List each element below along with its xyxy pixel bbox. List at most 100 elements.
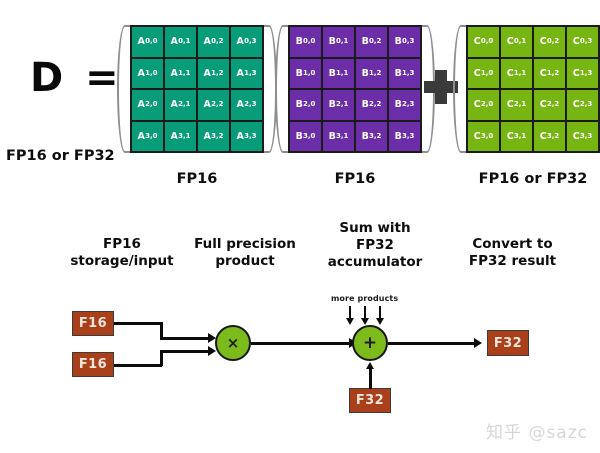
wire-bottom-input-h2 <box>160 350 209 353</box>
accumulator-box-f32: F32 <box>349 388 391 413</box>
stage-title-line: Sum with <box>339 220 411 236</box>
stage-title-convert: Convert to FP32 result <box>440 236 585 270</box>
stage-title-line: FP32 result <box>468 252 557 269</box>
wire-more-product-2 <box>364 306 366 320</box>
stage-title-storage: FP16 storage/input <box>52 236 192 270</box>
matrix-c-left-bracket <box>453 25 466 153</box>
wire-accumulator <box>369 368 372 389</box>
plus-operator-icon <box>424 70 458 104</box>
arrow-accumulator <box>366 362 374 369</box>
input-box-f16-top: F16 <box>72 311 114 336</box>
stage-title-line: storage/input <box>70 252 174 269</box>
stage-title-line: FP32 <box>356 236 394 253</box>
multiply-operator-icon: × <box>215 325 251 361</box>
matrix-c-caption: FP16 or FP32 <box>478 171 588 187</box>
input-box-f16-bottom: F16 <box>72 352 114 377</box>
output-box-f32: F32 <box>487 330 529 356</box>
wire-bottom-input-v <box>160 350 163 366</box>
wire-more-product-1 <box>349 306 351 320</box>
stage-title-line: Full precision <box>194 236 296 252</box>
wire-more-product-3 <box>379 306 381 320</box>
wire-top-input-v <box>160 322 163 339</box>
stage-title-line: Convert to <box>472 236 553 252</box>
matrix-b-left-bracket <box>275 25 288 153</box>
arrow-more-product-1 <box>346 318 354 325</box>
watermark: 知乎 @sazc <box>486 423 588 443</box>
result-precision-label: FP16 or FP32 <box>6 148 115 164</box>
matrix-a-left-bracket <box>117 25 130 153</box>
stage-title-line: product <box>215 252 275 269</box>
add-operator-icon: + <box>352 325 388 361</box>
equation-result-symbol: D = <box>30 55 123 101</box>
stage-title-line: FP16 <box>103 236 141 252</box>
arrow-sum-to-output <box>474 338 482 348</box>
stage-title-line: accumulator <box>327 253 423 270</box>
wire-top-input-h1 <box>114 322 162 325</box>
arrow-top-input <box>208 333 216 343</box>
stage-title-accumulator: Sum with FP32 accumulator <box>310 220 440 271</box>
arrow-more-product-3 <box>376 318 384 325</box>
stage-title-product: Full precision product <box>170 236 320 270</box>
arrow-bottom-input <box>208 346 216 356</box>
arrow-more-product-2 <box>361 318 369 325</box>
wire-top-input-h2 <box>160 337 209 340</box>
matrix-a-caption: FP16 <box>176 171 218 187</box>
more-products-label: more products <box>331 294 399 303</box>
